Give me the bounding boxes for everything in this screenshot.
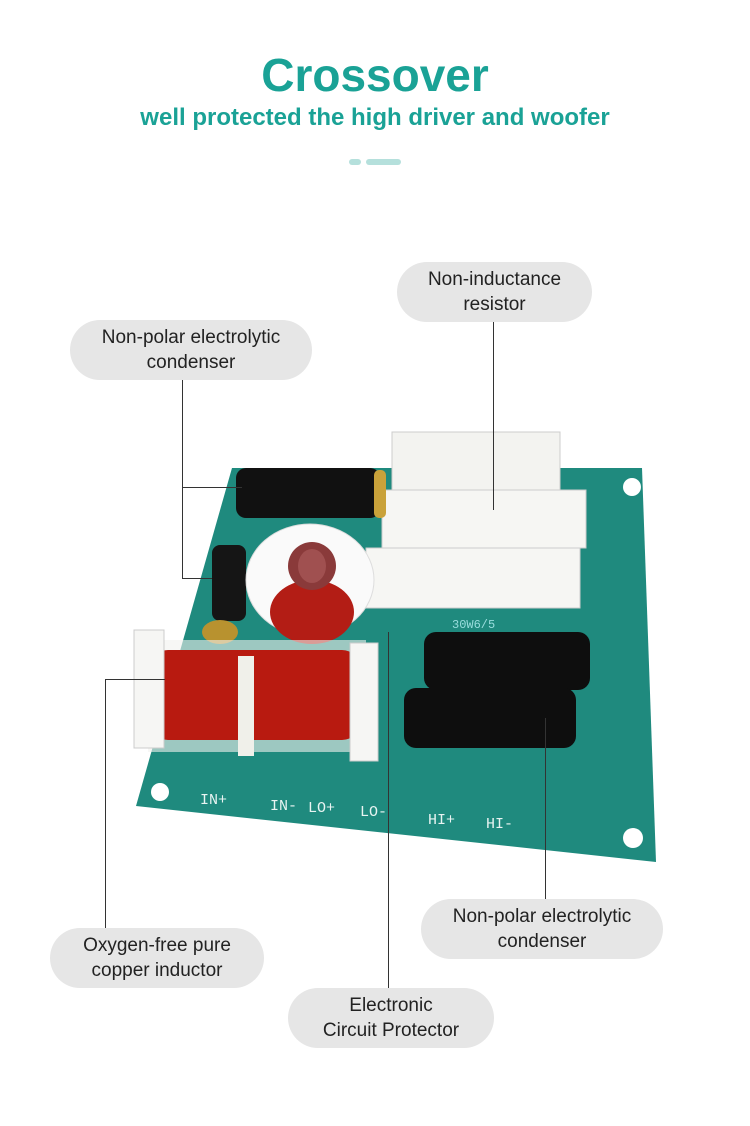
leader-line	[493, 322, 494, 510]
callout-protector: Electronic Circuit Protector	[288, 988, 494, 1048]
callout-text: condenser	[146, 352, 236, 373]
callout-condenser-top: Non-polar electrolytic condenser	[70, 320, 312, 380]
silk-lo-plus: LO+	[308, 800, 335, 817]
mount-hole	[623, 828, 643, 848]
callout-text: Non-inductance	[427, 269, 562, 290]
leader-line	[182, 578, 212, 579]
page-subtitle: well protected the high driver and woofe…	[140, 104, 610, 131]
callout-text: Non-polar electrolytic	[101, 327, 281, 348]
resistor	[391, 431, 561, 491]
silk-in-plus: IN+	[200, 792, 227, 809]
mount-hole	[623, 478, 641, 496]
mount-hole	[151, 783, 169, 801]
leader-line	[182, 487, 242, 488]
silk-in-minus: IN-	[270, 798, 297, 815]
resistor	[381, 489, 587, 549]
callout-text: resistor	[463, 294, 526, 315]
callout-condenser-bottom: Non-polar electrolytic condenser	[421, 899, 663, 959]
silk-hi-minus: HI-	[486, 816, 513, 833]
capacitor	[236, 468, 380, 518]
callout-text: Oxygen-free pure	[83, 935, 231, 956]
callout-resistor: Non-inductance resistor	[397, 262, 592, 322]
divider-bar	[366, 159, 401, 165]
silk-30w: 30W6/5	[452, 618, 495, 632]
callout-text: Electronic	[349, 995, 433, 1016]
capacitor	[404, 688, 576, 748]
leader-line	[182, 380, 183, 579]
callout-text: copper inductor	[91, 960, 223, 981]
capacitor	[424, 632, 590, 690]
callout-text: Circuit Protector	[322, 1020, 460, 1041]
leader-line	[105, 679, 106, 929]
silk-hi-plus: HI+	[428, 812, 455, 829]
leader-line	[105, 679, 165, 680]
callout-text: condenser	[497, 931, 587, 952]
resistor	[365, 547, 581, 609]
silk-lo-minus: LO-	[360, 804, 387, 821]
callout-text: Non-polar electrolytic	[452, 906, 632, 927]
capacitor	[212, 545, 246, 621]
callout-inductor: Oxygen-free pure copper inductor	[50, 928, 264, 988]
divider-dot	[349, 159, 361, 165]
leader-line	[545, 718, 546, 900]
page-title: Crossover	[261, 49, 489, 101]
copper-inductor	[150, 650, 360, 740]
leader-line	[388, 632, 389, 988]
